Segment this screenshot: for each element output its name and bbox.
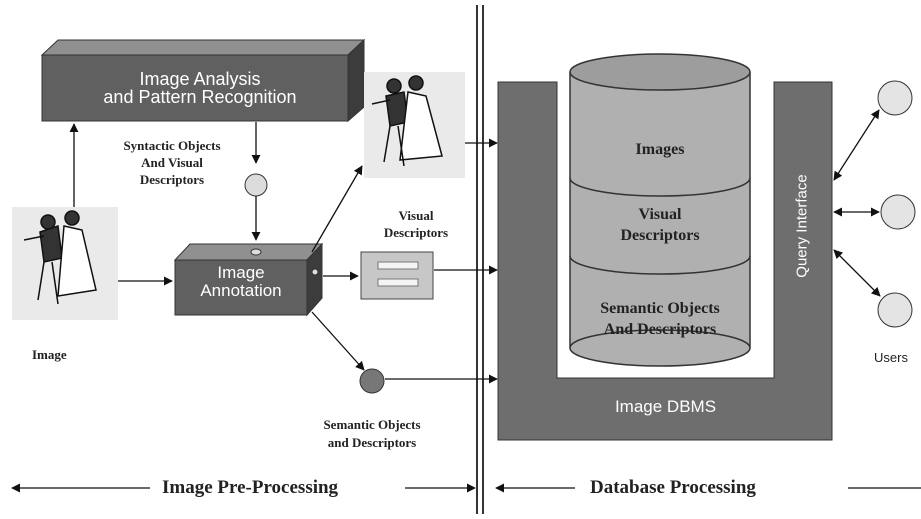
- semantic-node-icon: [359, 368, 385, 394]
- user-node-3: [877, 292, 913, 328]
- image-annotation-label: Image Annotation: [200, 263, 282, 300]
- user-node-2: [880, 194, 916, 230]
- image-annotation-box: [173, 242, 324, 317]
- dancer-image-top: [364, 72, 465, 178]
- syntactic-objects-label: Syntactic Objects And Visual Descriptors: [123, 138, 221, 187]
- image-analysis-label: Image Analysis and Pattern Recognition: [103, 69, 297, 107]
- db-layer-semantic-objects: Semantic Objects And Descriptors: [600, 300, 720, 338]
- image-analysis-box: [40, 38, 366, 123]
- db-layer-images: Images: [635, 141, 685, 158]
- image-dbms-frame: [497, 81, 833, 441]
- annotation-side-port-icon: [311, 268, 319, 276]
- query-interface-label: Query Interface: [793, 174, 811, 278]
- user-node-1: [877, 80, 913, 116]
- semantic-objects-label: Semantic Objects and Descriptors: [323, 417, 421, 451]
- arrow-query-user-3: [833, 249, 881, 297]
- section-image-preprocessing: Image Pre-Processing: [162, 477, 339, 498]
- section-database-processing: Database Processing: [590, 477, 756, 498]
- arrow-annotation-to-image: [311, 165, 363, 253]
- database-cylinder: [569, 53, 751, 367]
- image-dbms-label: Image DBMS: [614, 397, 717, 416]
- image-label: Image: [32, 347, 67, 362]
- arrow-query-user-1: [833, 109, 880, 181]
- visual-descriptors-label: Visual Descriptors: [383, 208, 449, 240]
- db-layer-visual-descriptors: Visual Descriptors: [620, 206, 700, 244]
- dancer-image-main: [12, 207, 118, 320]
- users-label: Users: [874, 350, 908, 365]
- arrow-annotation-to-semantic: [311, 311, 365, 371]
- annotation-port-icon: [250, 248, 262, 256]
- visual-descriptors-document: [360, 251, 434, 300]
